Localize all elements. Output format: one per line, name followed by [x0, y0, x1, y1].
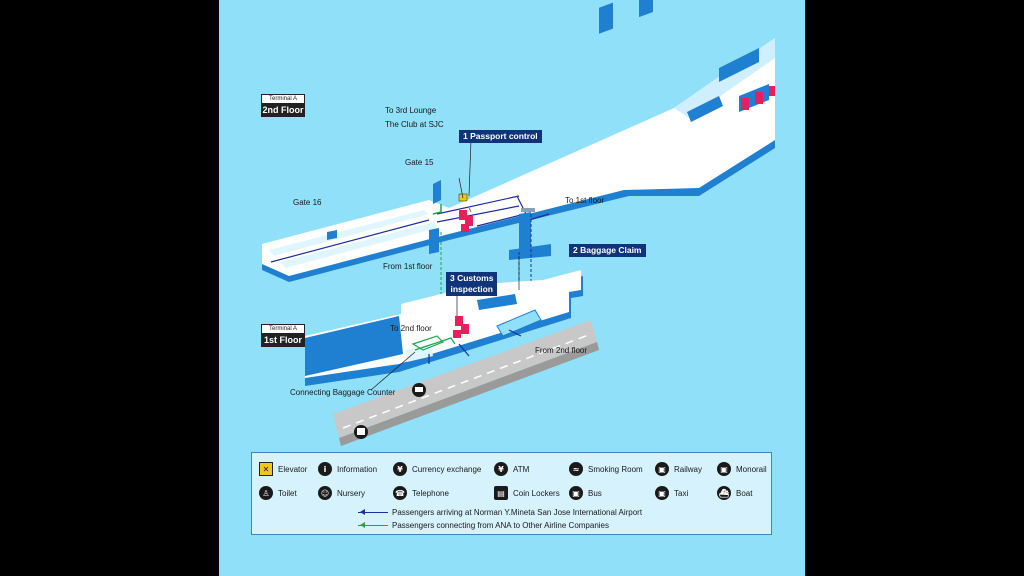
railway-icon: ▣ — [655, 462, 669, 476]
legend-item-nursery: ☺ Nursery — [318, 485, 365, 501]
gate16-label: Gate 16 — [293, 198, 322, 207]
legend-label: ATM — [513, 464, 530, 474]
legend-route-label: Passengers arriving at Norman Y.Mineta S… — [392, 507, 643, 517]
customs-line2: inspection — [450, 284, 493, 294]
floor-tag-2nd: Terminal A 2nd Floor — [261, 94, 305, 117]
legend-item-taxi: ▣ Taxi — [655, 485, 688, 501]
currency-exchange-icon: ¥ — [393, 462, 407, 476]
legend-route-label: Passengers connecting from ANA to Other … — [392, 520, 609, 530]
legend-label: Information — [337, 464, 378, 474]
floor-tag-floor: 1st Floor — [263, 335, 302, 345]
gate15-label: Gate 15 — [405, 158, 434, 167]
customs-line1: 3 Customs — [450, 273, 494, 283]
to-3rd-lounge-label: To 3rd Lounge — [385, 106, 437, 115]
legend-item-boat: ⛴ Boat — [717, 485, 752, 501]
legend-route-connecting: Passengers connecting from ANA to Other … — [358, 520, 609, 530]
roadway — [333, 320, 599, 446]
map-drawing — [262, 0, 775, 446]
legend-label: Nursery — [337, 488, 366, 498]
legend-item-information: i Information — [318, 461, 377, 477]
from-2nd-floor-label: From 2nd floor — [535, 346, 588, 355]
legend-route-arriving: Passengers arriving at Norman Y.Mineta S… — [358, 507, 642, 517]
legend-label: Bus — [588, 488, 602, 498]
atm-icon: ¥ — [494, 462, 508, 476]
legend-item-atm: ¥ ATM — [494, 461, 529, 477]
legend-label: Boat — [736, 488, 753, 498]
legend-label: Telephone — [412, 488, 449, 498]
legend-item-railway: ▣ Railway — [655, 461, 702, 477]
legend-item-bus: ▣ Bus — [569, 485, 602, 501]
to-2nd-floor-label: To 2nd floor — [390, 324, 432, 333]
bus-icon: ▣ — [569, 486, 583, 500]
legend-label: Smoking Room — [588, 464, 643, 474]
legend-label: Railway — [674, 464, 703, 474]
nursery-icon: ☺ — [318, 486, 332, 500]
from-1st-floor-label: From 1st floor — [383, 262, 433, 271]
smoking-room-icon: ≈ — [569, 462, 583, 476]
connecting-route-line — [358, 521, 388, 528]
club-label: The Club at SJC — [385, 120, 444, 129]
monorail-icon: ▣ — [717, 462, 731, 476]
legend-label: Coin Lockers — [513, 488, 560, 498]
information-icon: i — [318, 462, 332, 476]
legend-label: Taxi — [674, 488, 689, 498]
passport-control-callout: 1 Passport control — [459, 130, 542, 143]
boat-icon: ⛴ — [717, 486, 731, 500]
telephone-icon: ☎ — [393, 486, 407, 500]
elevator-icon: ✕ — [259, 462, 273, 476]
floor-tag-1st: Terminal A 1st Floor — [261, 324, 305, 347]
terminal-map: Terminal A 2nd Floor Terminal A 1st Floo… — [219, 0, 805, 576]
toilet-icon: ♙ — [259, 486, 273, 500]
legend-item-coin-lockers: ▤ Coin Lockers — [494, 485, 560, 501]
floor-tag-building: Terminal A — [261, 324, 305, 334]
connecting-baggage-counter-label: Connecting Baggage Counter — [290, 388, 396, 397]
legend-item-smoking-room: ≈ Smoking Room — [569, 461, 643, 477]
legend-item-elevator: ✕ Elevator — [259, 461, 307, 477]
to-1st-floor-label: To 1st floor — [565, 196, 605, 205]
taxi-icon: ▣ — [655, 486, 669, 500]
customs-inspection-callout: 3 Customs inspection — [446, 272, 498, 296]
legend-item-currency-exchange: ¥ Currency exchange — [393, 461, 481, 477]
legend-label: Monorail — [736, 464, 767, 474]
coin-lockers-icon: ▤ — [494, 486, 508, 500]
legend-item-telephone: ☎ Telephone — [393, 485, 449, 501]
arriving-route-line — [358, 508, 388, 515]
legend-item-toilet: ♙ Toilet — [259, 485, 297, 501]
floor-tag-floor: 2nd Floor — [262, 105, 304, 115]
legend-label: Currency exchange — [412, 464, 482, 474]
second-floor-concourse — [262, 0, 775, 282]
baggage-claim-callout: 2 Baggage Claim — [569, 244, 646, 257]
first-floor-hall — [305, 270, 583, 386]
legend-item-monorail: ▣ Monorail — [717, 461, 767, 477]
floor-tag-building: Terminal A — [261, 94, 305, 104]
legend-label: Elevator — [278, 464, 308, 474]
legend-label: Toilet — [278, 488, 297, 498]
legend: ✕ Elevator i Information ¥ Currency exch… — [251, 452, 772, 535]
